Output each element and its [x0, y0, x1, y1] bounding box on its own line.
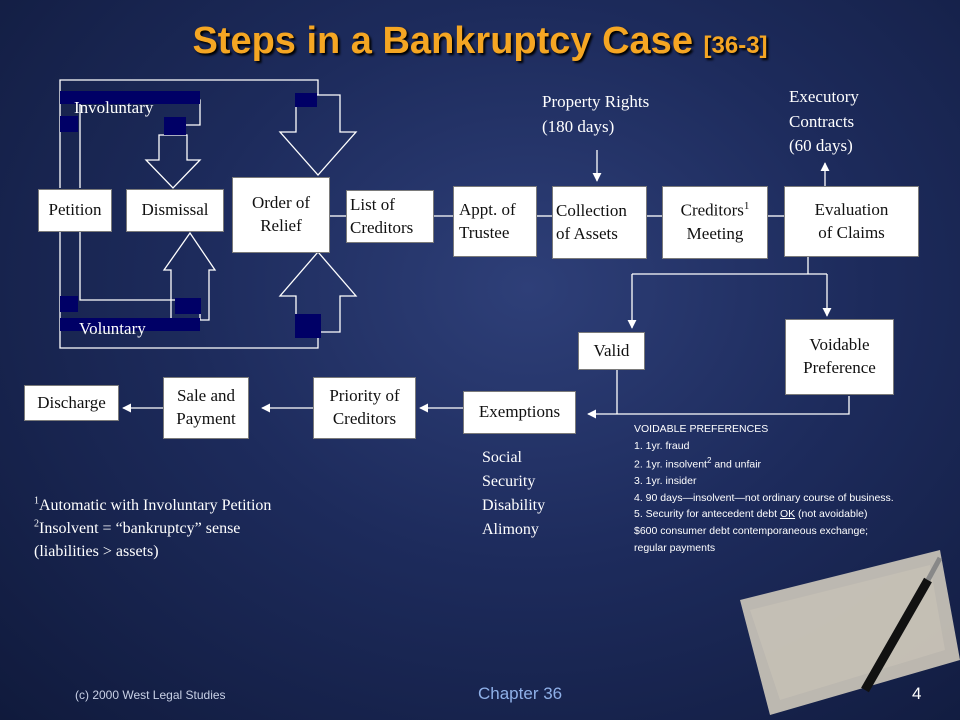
exemptions-box: Exemptions [463, 391, 576, 434]
meeting-text: Creditors [680, 200, 744, 220]
dismissal-box: Dismissal [126, 189, 224, 232]
slide-title: Steps in a Bankruptcy Case [36-3] [0, 20, 960, 63]
sale-line2: Payment [176, 409, 236, 428]
valid-label: Valid [593, 340, 630, 360]
vp-heading: VOIDABLE PREFERENCES [634, 423, 769, 435]
voidable-preference-box: Voidable Preference [785, 319, 894, 395]
voluntary-label: Voluntary [79, 319, 146, 338]
voluntary-block-arrow-2 [278, 251, 358, 333]
involuntary-loop [59, 79, 319, 188]
executory-contracts-label: Executory Contracts (60 days) [789, 85, 859, 159]
order-of-relief-box: Order of Relief [232, 177, 330, 253]
pen-and-banknote-graphic [740, 550, 960, 715]
vp-item-2-sup: 2 [706, 455, 712, 465]
band-corner-5 [175, 298, 201, 314]
footnote-1: 1Automatic with Involuntary Petition [34, 494, 271, 517]
vp-item-3: 3. 1yr. insider [634, 474, 697, 487]
evaluation-line1: Evaluation [814, 199, 889, 219]
vp-item-6: $600 consumer debt contemporaneous excha… [634, 525, 869, 538]
involuntary-block-arrow-1 [144, 134, 202, 189]
footnote-2-text: Insolvent = “bankruptcy” sense [39, 520, 241, 538]
trustee-line1: Appt. of [459, 199, 516, 219]
vp-item-5-ok: OK [779, 508, 796, 521]
vp-item-5-text: 5. Security for antecedent debt [634, 508, 780, 521]
collection-line2: of Assets [556, 223, 618, 243]
exemption-item: Security [482, 473, 536, 490]
discharge-label: Discharge [37, 392, 106, 412]
exemption-item: Alimony [482, 521, 539, 538]
collection-line1: Collection [556, 200, 627, 220]
trustee-box: Appt. of Trustee [453, 186, 537, 257]
voidable-preferences-notes: VOIDABLE PREFERENCES 1. 1yr. fraud 2. 1y… [634, 421, 894, 557]
trustee-line2: Trustee [459, 222, 510, 242]
vp-item-4: 4. 90 days—insolvent—not ordinary course… [634, 491, 894, 504]
priority-creditors-box: Priority of Creditors [313, 377, 416, 439]
meeting-footnote-ref: 1 [743, 200, 750, 213]
vp-item-1: 1. 1yr. fraud [634, 439, 690, 452]
footer-copyright: (c) 2000 West Legal Studies [75, 688, 226, 702]
band-corner-6 [295, 314, 321, 338]
footnote-2-cont: (liabilities > assets) [34, 543, 159, 561]
order-relief-line1: Order of [251, 193, 311, 213]
voluntary-block-arrow-1 [162, 231, 217, 321]
list-creditors-line1: List of [350, 194, 395, 214]
exemption-item: Disability [482, 497, 546, 514]
involuntary-band [60, 91, 200, 104]
voidable-return [587, 396, 850, 419]
footer-chapter: Chapter 36 [478, 684, 563, 703]
collection-box: Collection of Assets [552, 186, 647, 259]
discharge-box: Discharge [24, 385, 119, 421]
voluntary-loop [59, 230, 319, 349]
band-corner-3 [295, 93, 317, 107]
meeting-line1: Creditors1 [681, 199, 750, 223]
valid-box: Valid [578, 332, 645, 370]
creditors-meeting-box: Creditors1 Meeting [662, 186, 768, 259]
priority-line2: Creditors [332, 409, 397, 428]
vp-item-2: 2. 1yr. insolvent2 and unfair [634, 455, 894, 473]
title-ref: [36-3] [703, 32, 768, 59]
band-corner-2 [164, 117, 186, 135]
title-text: Steps in a Bankruptcy Case [192, 20, 693, 62]
footer-page-number: 4 [912, 684, 922, 703]
priority-line1: Priority of [329, 386, 400, 406]
evaluation-line2: of Claims [818, 222, 885, 242]
sale-payment-box: Sale and Payment [163, 377, 249, 439]
dismissal-label: Dismissal [141, 200, 209, 220]
voidable-line2: Preference [803, 358, 876, 377]
order-relief-line2: Relief [260, 216, 302, 235]
evaluation-box: Evaluation of Claims [784, 186, 919, 257]
vp-item-2-text: 2. 1yr. insolvent [634, 458, 707, 471]
footnote-2-marker: 2 [34, 518, 39, 530]
property-line1: Property Rights [542, 92, 650, 111]
vp-item-5: 5. Security for antecedent debt OK (not … [634, 506, 894, 523]
footnotes: 1Automatic with Involuntary Petition 2In… [34, 494, 271, 564]
voluntary-band [60, 318, 200, 331]
sale-line1: Sale and [176, 386, 236, 406]
list-creditors-line2: Creditors [350, 217, 414, 237]
band-corner-4 [60, 296, 78, 312]
petition-box: Petition [38, 189, 112, 232]
exemptions-label: Exemptions [478, 402, 561, 422]
executory-line3: (60 days) [789, 136, 853, 156]
voidable-line1: Voidable [809, 335, 870, 355]
property-rights-label: Property Rights (180 days) [542, 90, 649, 139]
vp-item-2-tail: and unfair [711, 458, 762, 471]
band-corner-1 [60, 116, 78, 132]
petition-label: Petition [48, 200, 102, 220]
footnote-1-marker: 1 [34, 495, 39, 507]
vp-item-7: regular payments [634, 542, 716, 555]
involuntary-label: Involuntary [74, 98, 154, 117]
footnote-2: 2Insolvent = “bankruptcy” sense [34, 517, 271, 540]
exemptions-list: Social Security Disability Alimony [482, 446, 545, 542]
exemption-item: Social [482, 449, 522, 466]
property-line2: (180 days) [542, 116, 615, 136]
vp-item-5-tail: (not avoidable) [795, 508, 868, 521]
meeting-line2: Meeting [686, 223, 744, 243]
executory-line2: Contracts [789, 111, 855, 131]
list-of-creditors-box: List of Creditors [346, 190, 434, 243]
executory-line1: Executory [789, 87, 859, 106]
footnote-1-text: Automatic with Involuntary Petition [39, 497, 272, 514]
involuntary-block-arrow-2 [278, 94, 358, 176]
